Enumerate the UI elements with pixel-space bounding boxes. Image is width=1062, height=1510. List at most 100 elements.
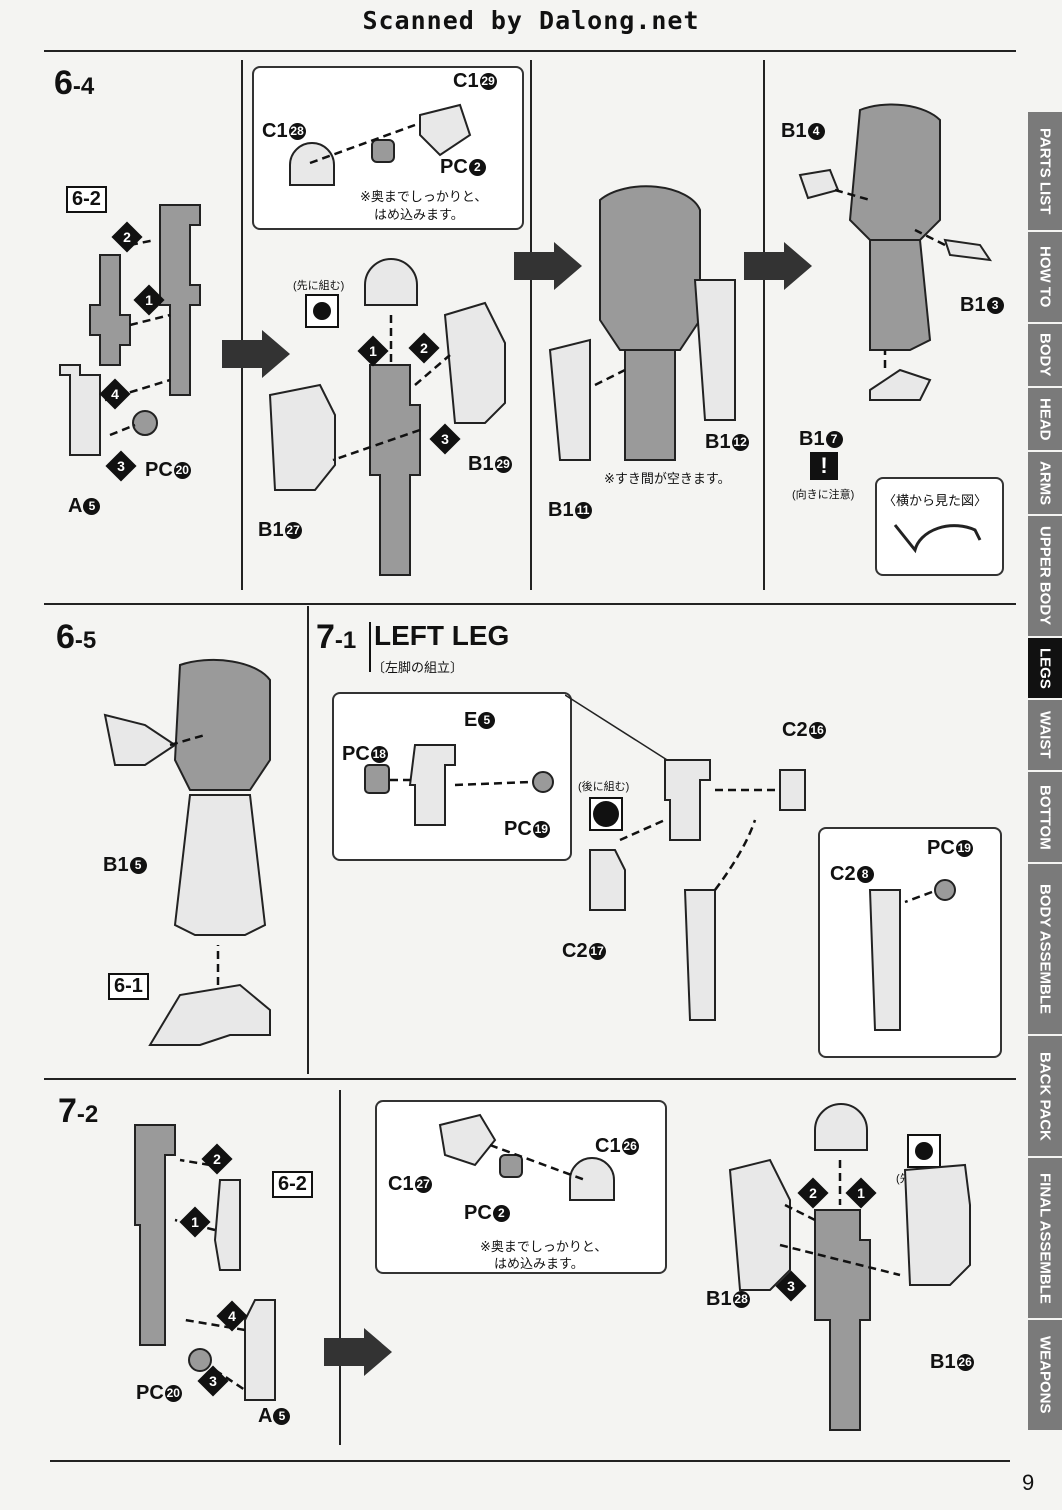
divider-6-5 <box>307 606 309 1074</box>
mid-rule-2 <box>44 1078 1016 1080</box>
mid-rule-1 <box>44 603 1016 605</box>
step-marker-2: 2 <box>111 221 143 253</box>
divider-6-4a <box>241 60 243 590</box>
tab-arms[interactable]: ARMS <box>1028 452 1062 516</box>
note-push-in-2: はめ込みます。 <box>374 207 464 222</box>
tab-head[interactable]: HEAD <box>1028 388 1062 452</box>
side-view-label: 〈横から見た図〉 <box>883 493 988 508</box>
step-marker-2c: 2 <box>201 1143 233 1175</box>
note-push-in: ※奥までしっかりと、 <box>360 189 488 204</box>
inset-panel-c1-b <box>375 1100 667 1274</box>
step-marker-4: 4 <box>99 378 131 410</box>
ref-6-2-box-b: 6-2 <box>272 1171 313 1198</box>
step-marker-3: 3 <box>105 450 137 482</box>
flow-arrow-3 <box>744 242 812 290</box>
divider-6-4c <box>763 60 765 590</box>
step-6-5-diagram <box>103 658 271 1046</box>
first-indicator-icon <box>305 294 339 328</box>
inset-c1-diagram <box>289 103 472 186</box>
step-6-4-title: 6-4 <box>54 64 95 102</box>
inset-panel-c2-8 <box>818 827 1002 1058</box>
step-marker-2b: 2 <box>408 332 440 364</box>
note-first: (先に組む) <box>293 280 345 292</box>
step-7-2-leg-diagram <box>728 1103 971 1431</box>
tab-upper-body[interactable]: UPPER BODY <box>1028 516 1062 638</box>
step-6-4-subassembly-diagram <box>59 204 201 456</box>
flow-arrow-1 <box>222 330 290 378</box>
note-after: (後に組む) <box>578 781 630 793</box>
step-marker-2d: 2 <box>797 1177 829 1209</box>
ref-6-2-box: 6-2 <box>66 186 107 213</box>
step-marker-1b: 1 <box>357 335 389 367</box>
scanner-credit: Scanned by Dalong.net <box>362 6 700 35</box>
tab-bottom[interactable]: BOTTOM <box>1028 772 1062 864</box>
note-push-in-b2: はめ込みます。 <box>494 1256 584 1271</box>
step-6-4-full-leg-diagram <box>798 103 993 401</box>
step-marker-1: 1 <box>133 284 165 316</box>
step-marker-3c: 3 <box>197 1365 229 1397</box>
step-marker-3d: 3 <box>775 1270 807 1302</box>
inset-c2-8-diagram <box>868 879 956 1031</box>
note-direction: (向きに注意) <box>792 489 855 501</box>
inset-e5-diagram <box>364 744 554 826</box>
divider-6-4b <box>530 60 532 590</box>
note-gap: ※すき間が空きます。 <box>604 471 731 486</box>
ref-6-1-box: 6-1 <box>108 973 149 1000</box>
tab-weapons[interactable]: WEAPONS <box>1028 1320 1062 1432</box>
section-tabs: PARTS LIST HOW TO BODY HEAD ARMS UPPER B… <box>1028 112 1062 1432</box>
tab-back-pack[interactable]: BACK PACK <box>1028 1036 1062 1158</box>
after-indicator-icon <box>589 797 623 831</box>
step-7-1-diagram <box>565 694 806 1021</box>
tab-waist[interactable]: WAIST <box>1028 700 1062 772</box>
side-view-diagram <box>893 524 982 554</box>
inset-c1-b-diagram <box>438 1113 615 1201</box>
step-marker-1d: 1 <box>845 1177 877 1209</box>
tab-final-assemble[interactable]: FINAL ASSEMBLE <box>1028 1158 1062 1320</box>
caution-icon: ! <box>810 452 838 480</box>
step-marker-3b: 3 <box>429 423 461 455</box>
step-6-5-title: 6-5 <box>56 618 97 656</box>
tab-how-to[interactable]: HOW TO <box>1028 232 1062 324</box>
flow-arrow-2 <box>514 242 582 290</box>
tab-legs[interactable]: LEGS <box>1028 638 1062 700</box>
first-indicator-icon-b <box>907 1134 941 1168</box>
left-leg-subheading: 〔左脚の組立〕 <box>372 660 464 675</box>
tab-body-assemble[interactable]: BODY ASSEMBLE <box>1028 864 1062 1036</box>
step-6-4-shell-diagram <box>548 185 736 461</box>
step-7-1-divider <box>369 622 371 672</box>
top-rule <box>44 50 1016 52</box>
step-7-2-title: 7-2 <box>58 1092 99 1130</box>
divider-7-2 <box>339 1090 341 1445</box>
flow-arrow-4 <box>324 1328 392 1376</box>
bottom-rule <box>50 1460 1010 1462</box>
step-6-4-leg-diagram <box>268 258 506 576</box>
tab-body[interactable]: BODY <box>1028 324 1062 388</box>
page-number: 9 <box>1022 1470 1035 1495</box>
tab-parts-list[interactable]: PARTS LIST <box>1028 112 1062 232</box>
